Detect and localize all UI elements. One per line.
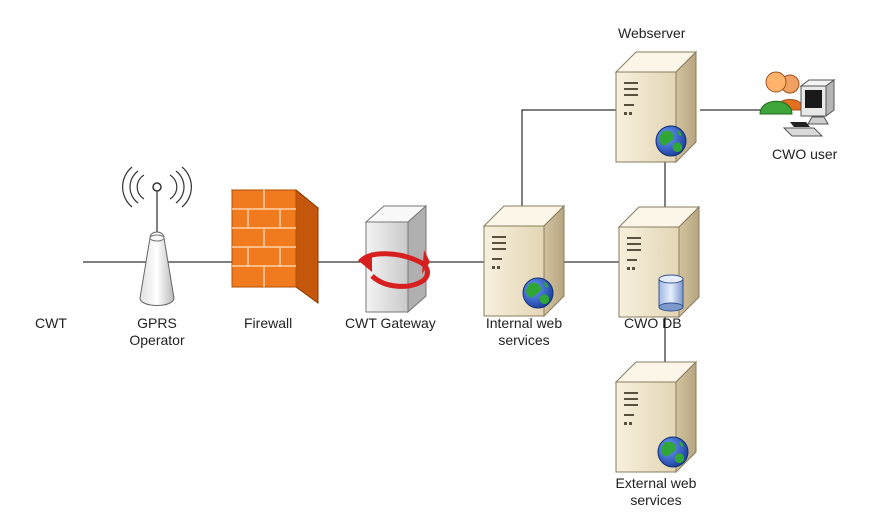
webserver-label: Webserver	[618, 25, 686, 41]
webserver-globe-icon	[655, 125, 687, 157]
internal-label-line1: Internal web	[485, 315, 563, 331]
external-label-line2: services	[630, 492, 682, 508]
internal-web-services-label: Internal web services	[464, 315, 584, 349]
antenna-icon	[122, 166, 192, 306]
cwo-user-label: CWO user	[772, 146, 838, 162]
user-workstation-icon	[759, 71, 836, 137]
external-web-services-label: External web services	[596, 475, 716, 509]
cwt-gateway-label: CWT Gateway	[345, 315, 436, 331]
cwt-label: CWT	[35, 315, 67, 331]
gprs-label-line1: GPRS	[137, 315, 177, 331]
gateway-server-icon	[358, 204, 430, 314]
external-label-line1: External web	[615, 475, 697, 491]
connector-internal-to-webserver	[521, 109, 620, 215]
firewall-label: Firewall	[244, 315, 293, 331]
internal-label-line2: services	[498, 332, 550, 348]
database-icon	[658, 274, 684, 312]
gprs-operator-label: GPRS Operator	[97, 315, 217, 349]
gprs-label-line2: Operator	[129, 332, 185, 348]
cwo-db-label: CWO DB	[624, 315, 682, 331]
internal-globe-icon	[522, 277, 554, 309]
firewall-icon	[230, 188, 320, 304]
external-globe-icon	[657, 436, 689, 468]
